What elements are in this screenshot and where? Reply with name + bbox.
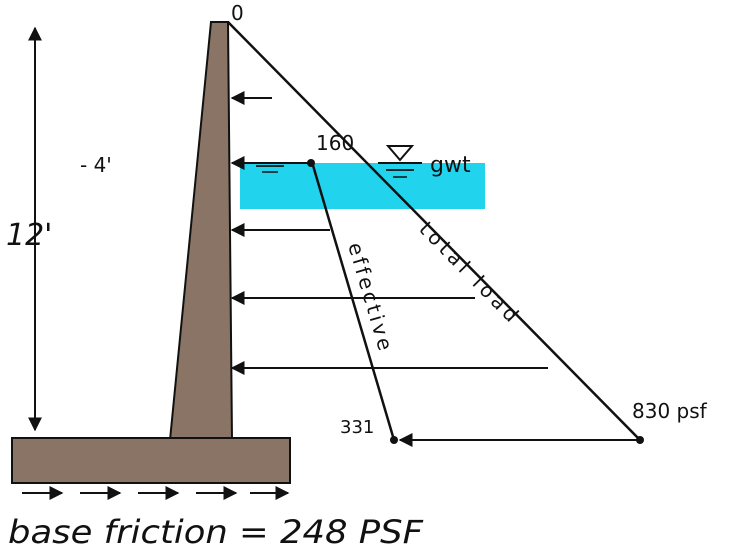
- groundwater-band: [240, 163, 485, 209]
- height-label: 12': [6, 218, 52, 253]
- gwt-point: [307, 159, 315, 167]
- wall-footing: [11, 437, 291, 484]
- base-friction-label: base friction = 248 PSF: [8, 513, 424, 551]
- depth-label: - 4': [80, 153, 112, 177]
- wall-stem: [168, 21, 234, 441]
- total-base-value-label: 830 psf: [632, 399, 708, 423]
- total-load-label: total load: [414, 217, 526, 330]
- total-base-point: [636, 436, 644, 444]
- gwt-value-label: 160: [316, 131, 354, 155]
- effective-base-point: [390, 436, 398, 444]
- water-table-symbol: [385, 145, 415, 162]
- gwt-label: gwt: [430, 153, 471, 178]
- effective-base-value-label: 331: [340, 417, 374, 438]
- top-value-label: 0: [231, 1, 244, 25]
- total-load-line: [227, 21, 641, 441]
- effective-line: [310, 161, 396, 441]
